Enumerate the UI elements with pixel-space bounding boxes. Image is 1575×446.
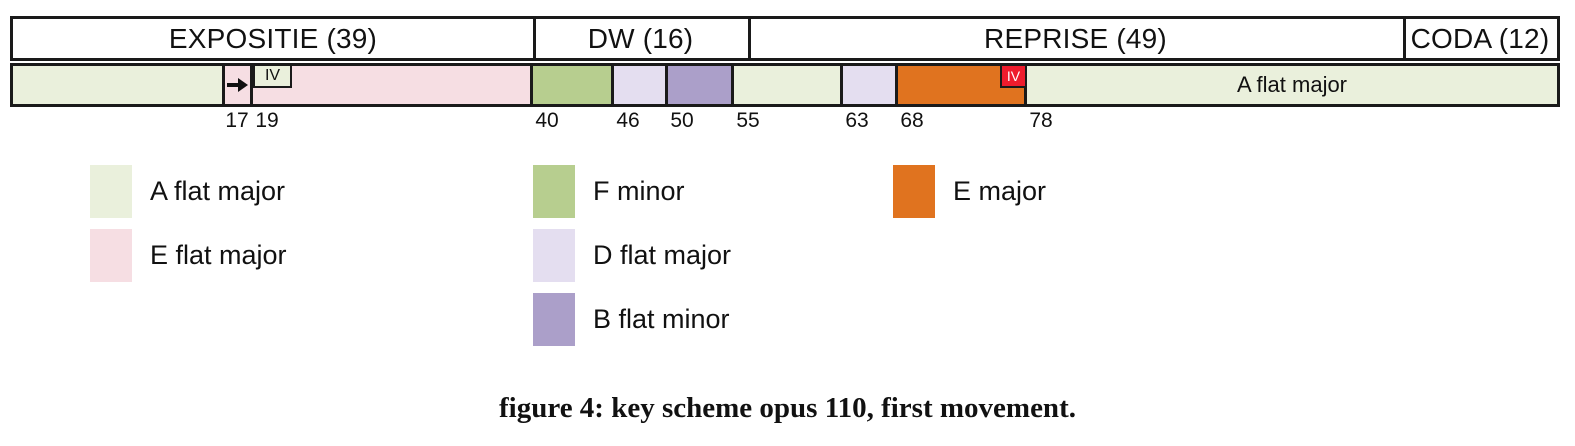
- segment-b-flat-minor: [668, 66, 734, 104]
- legend-swatch-e-major: [893, 165, 935, 218]
- segment-a-flat-major-3: [1027, 66, 1557, 104]
- legend-label-e-major: E major: [953, 176, 1047, 206]
- measure-tick: 19: [255, 109, 279, 132]
- measure-tick: 78: [1029, 109, 1053, 132]
- measure-tick: 17: [225, 109, 249, 132]
- segment-e-flat-major: [253, 66, 533, 104]
- measure-tick: 63: [845, 109, 869, 132]
- section-dw: DW (16): [587, 22, 694, 54]
- measure-tick: 40: [535, 109, 559, 132]
- legend-label-d-flat-major: D flat major: [593, 240, 732, 270]
- legend-swatch-b-flat-minor: [533, 293, 575, 346]
- section-reprise: REPRISE (49): [984, 22, 1167, 54]
- legend-swatch-e-flat-major: [90, 229, 132, 282]
- legend-label-a-flat-major: A flat major: [150, 176, 286, 206]
- figure-caption: figure 4: key scheme opus 110, first mov…: [499, 392, 1076, 424]
- legend-swatch-f-minor: [533, 165, 575, 218]
- bar-segment-label-a-flat-major: A flat major: [1236, 72, 1348, 97]
- measure-tick: 55: [736, 109, 760, 132]
- iv-annotation-expositie: IV: [253, 66, 292, 88]
- section-divider: [1403, 19, 1406, 58]
- segment-d-flat-major-2: [843, 66, 898, 104]
- section-expositie: EXPOSITIE (39): [168, 22, 378, 54]
- measure-tick: 50: [670, 109, 694, 132]
- segment-f-minor: [533, 66, 614, 104]
- legend-label-e-flat-major: E flat major: [150, 240, 287, 270]
- form-section-header-row: EXPOSITIE (39) DW (16) REPRISE (49) CODA…: [10, 16, 1560, 61]
- iv-annotation-reprise: IV: [1000, 66, 1027, 88]
- section-coda: CODA (12): [1410, 22, 1550, 54]
- section-divider: [748, 19, 751, 58]
- segment-a-flat-major-2: [734, 66, 843, 104]
- segment-a-flat-major-1: [13, 66, 225, 104]
- legend-swatch-d-flat-major: [533, 229, 575, 282]
- modulation-arrow-icon: [225, 66, 250, 104]
- section-divider: [533, 19, 536, 58]
- key-timeline-bar: IV IV A flat major: [10, 63, 1560, 107]
- measure-tick: 68: [900, 109, 924, 132]
- legend-swatch-a-flat-major: [90, 165, 132, 218]
- legend-label-f-minor: F minor: [593, 176, 685, 206]
- legend-label-b-flat-minor: B flat minor: [593, 304, 730, 334]
- segment-d-flat-major-1: [614, 66, 668, 104]
- measure-tick: 46: [616, 109, 640, 132]
